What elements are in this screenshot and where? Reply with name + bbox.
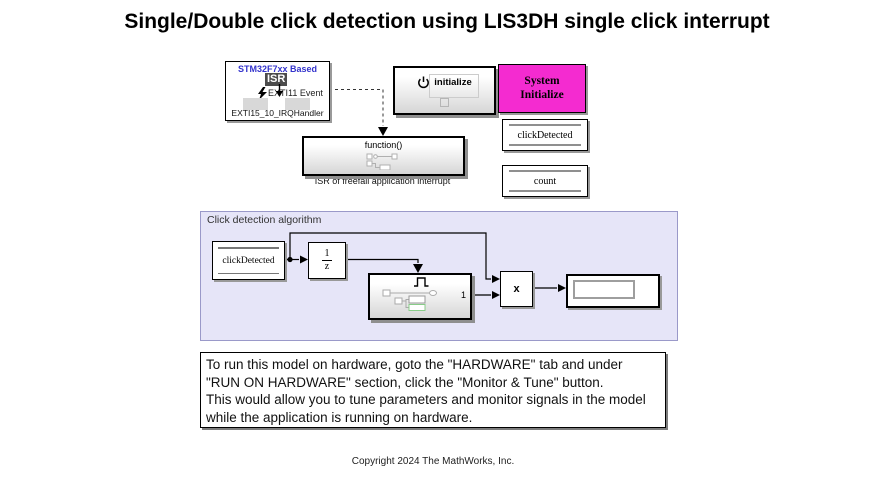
copyright-text: Copyright 2024 The MathWorks, Inc.	[351, 456, 515, 467]
initialize-port-square	[440, 98, 449, 107]
unit-delay-denominator: z	[324, 261, 330, 272]
initialize-subsystem[interactable]: initialize	[393, 66, 496, 115]
system-initialize-label: System Initialize	[520, 74, 564, 101]
isr-handler-label: EXTI15_10_IRQHandler	[231, 108, 324, 118]
data-store-clickdetected-label: clickDetected	[517, 129, 573, 141]
model-title: Single/Double click detection using LIS3…	[124, 10, 770, 33]
note-line: This would allow you to tune parameters …	[206, 392, 646, 408]
lightning-icon	[258, 87, 267, 100]
product-label: x	[513, 283, 520, 295]
data-store-clickdetected[interactable]: clickDetected	[502, 119, 588, 151]
data-store-read-clickdetected[interactable]: clickDetected	[212, 241, 285, 280]
isr-function-subsystem[interactable]: function()	[302, 136, 465, 176]
data-store-count[interactable]: count	[502, 165, 588, 197]
initialize-event-badge	[429, 74, 479, 98]
isr-badge: ISR	[265, 73, 288, 86]
data-store-count-label: count	[533, 175, 557, 187]
read-block-label: clickDetected	[222, 255, 275, 266]
read-block-bottom-line	[218, 272, 279, 274]
instruction-note[interactable]: To run this model on hardware, goto the …	[200, 352, 666, 428]
data-store-top-line	[509, 124, 581, 126]
subsystem-contents-icon	[366, 153, 398, 170]
initialize-row: initialize	[395, 76, 494, 89]
isr-port-placeholder-left	[243, 98, 268, 110]
product-block[interactable]: x	[500, 271, 533, 307]
isr-interrupt-block[interactable]: STM32F7xx Based ISR EXTI11 Event EXTI15_…	[225, 61, 330, 121]
data-store-bottom-line	[509, 144, 581, 146]
function-caption: ISR of freefall application interrupt	[314, 176, 451, 186]
subsystem-output-port-label: 1	[460, 290, 466, 300]
data-store-top-line	[509, 170, 581, 172]
display-value-field	[573, 280, 635, 299]
unit-delay-block[interactable]: 1 z	[308, 242, 346, 279]
click-detection-subsystem[interactable]: 1	[368, 273, 472, 320]
isr-block-header: STM32F7xx Based	[237, 64, 318, 74]
power-icon	[418, 76, 430, 89]
function-label: function()	[364, 140, 403, 150]
display-block[interactable]	[566, 274, 660, 308]
trigger-down-arrow-icon	[276, 84, 283, 97]
note-line: while the application is running on hard…	[206, 409, 473, 425]
data-store-bottom-line	[509, 190, 581, 192]
note-line: To run this model on hardware, goto the …	[206, 357, 623, 372]
isr-port-placeholder-right	[285, 98, 310, 110]
note-line: "RUN ON HARDWARE" section, click the "Mo…	[206, 374, 604, 390]
unit-delay-numerator: 1	[324, 248, 330, 259]
isr-event-label: EXTI11 Event	[268, 88, 323, 98]
initialize-label: initialize	[434, 77, 472, 88]
system-initialize-block[interactable]: System Initialize	[498, 64, 586, 113]
subsystem-contents-icon	[382, 289, 437, 311]
read-block-top-line	[218, 247, 279, 249]
click-area-title: Click detection algorithm	[207, 214, 322, 226]
